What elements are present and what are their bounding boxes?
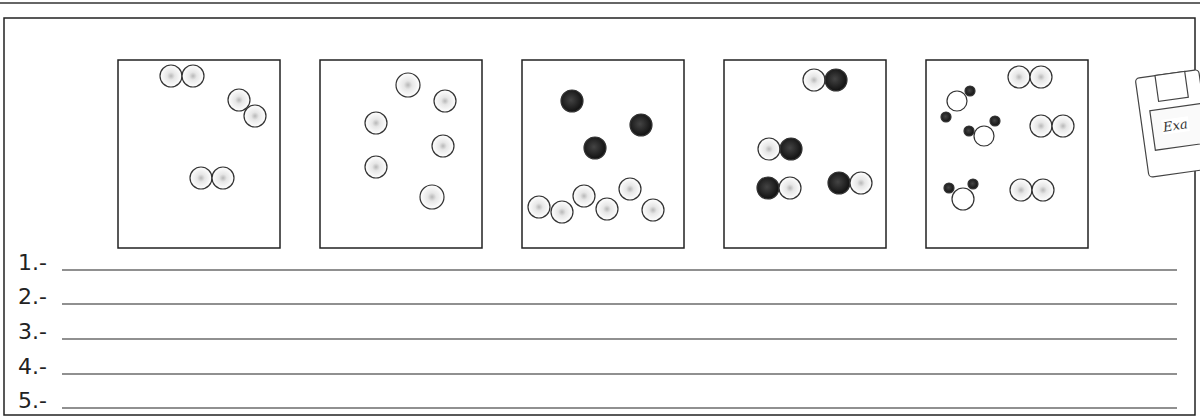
question-number: 1.- xyxy=(18,251,47,275)
question-number: 5.- xyxy=(18,389,47,413)
question-number: 4.- xyxy=(18,355,47,379)
question-number: 3.- xyxy=(18,320,47,344)
question-number: 2.- xyxy=(18,285,47,309)
